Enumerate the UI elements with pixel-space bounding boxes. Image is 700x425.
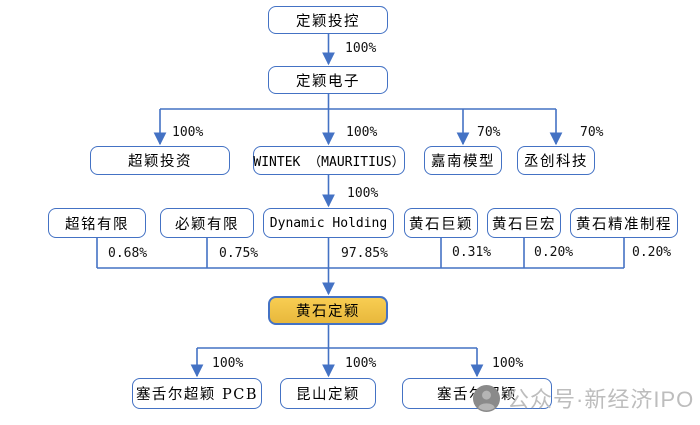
node-label: 嘉南模型 (431, 154, 495, 170)
node-chaoying-investment: 超颖投资 (90, 146, 230, 175)
ownership-percentage-label: 0.20% (534, 245, 574, 260)
node-label: 超铭有限 (65, 216, 129, 233)
node-label: 黄石定颖 (296, 304, 360, 320)
node-huangshi-precision: 黄石精准制程 (570, 208, 678, 238)
ownership-percentage-label: 100% (212, 356, 244, 371)
node-wintek-mauritius: WINTEK （MAURITIUS） (253, 146, 405, 175)
node-label: 黄石精准制程 (576, 216, 672, 233)
ownership-percentage-label: 70% (477, 125, 501, 140)
node-dingying-electronics: 定颖电子 (268, 66, 388, 94)
node-seychelles-chaoying-pcb: 塞舌尔超颖 PCB (132, 378, 262, 409)
node-biying-limited: 必颖有限 (160, 208, 254, 238)
node-label: Dynamic Holding (269, 215, 388, 231)
node-label: 塞舌尔超颖 PCB (135, 387, 259, 403)
wechat-official-account-icon (472, 384, 501, 412)
node-label: WINTEK （MAURITIUS） (253, 155, 405, 170)
ownership-percentage-label: 100% (345, 41, 377, 56)
node-dingying-holding: 定颖投控 (268, 6, 388, 34)
ownership-percentage-label: 100% (347, 186, 379, 201)
node-huangshi-juying: 黄石巨颖 (404, 208, 478, 238)
node-label: 定颖投控 (296, 13, 360, 30)
node-kunshan-dingying: 昆山定颖 (280, 378, 376, 409)
node-chaoming-limited: 超铭有限 (48, 208, 146, 238)
ownership-percentage-label: 100% (492, 356, 524, 371)
node-label: 超颖投资 (128, 154, 192, 170)
ownership-percentage-label: 100% (172, 125, 204, 140)
node-huangshi-dingying: 黄石定颖 (268, 296, 388, 325)
ownership-percentage-label: 0.31% (452, 245, 492, 260)
ownership-percentage-label: 0.75% (219, 246, 259, 261)
node-label: 昆山定颖 (296, 387, 360, 403)
ownership-percentage-label: 0.20% (632, 245, 672, 260)
ownership-percentage-label: 0.68% (108, 246, 148, 261)
node-chengchuang-tech: 丞创科技 (517, 146, 595, 175)
watermark: 公众号·新经济IPO (472, 382, 694, 414)
node-label: 黄石巨颖 (409, 216, 473, 233)
node-huangshi-juhong: 黄石巨宏 (487, 208, 561, 238)
node-label: 黄石巨宏 (492, 216, 556, 233)
node-label: 必颖有限 (175, 216, 239, 233)
ownership-percentage-label: 100% (346, 125, 378, 140)
node-dynamic-holding: Dynamic Holding (263, 208, 394, 238)
node-jianan-model: 嘉南模型 (424, 146, 502, 175)
ownership-percentage-label: 70% (580, 125, 604, 140)
node-label: 丞创科技 (524, 154, 588, 170)
node-label: 定颖电子 (296, 73, 360, 90)
ownership-percentage-label: 97.85% (341, 246, 388, 261)
ownership-percentage-label: 100% (345, 356, 377, 371)
watermark-text: 公众号·新经济IPO (507, 387, 695, 412)
